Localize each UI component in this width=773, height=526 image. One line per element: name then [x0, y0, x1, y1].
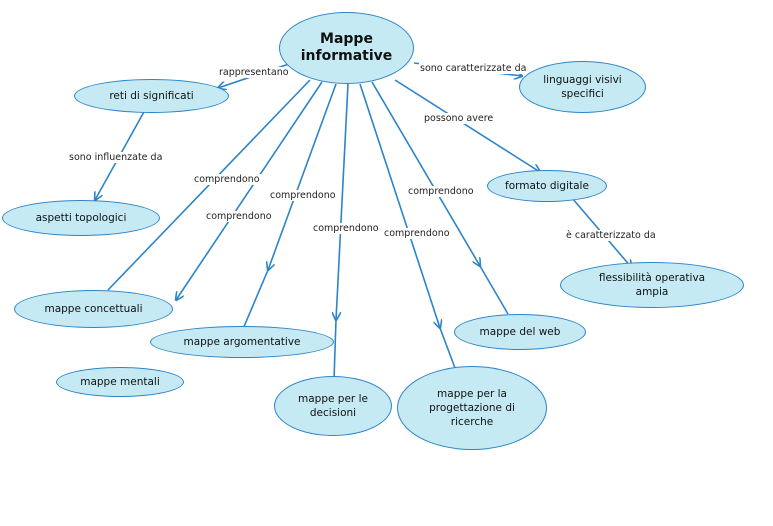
connector-comprendono-decisioni-tail: [333, 319, 337, 381]
connector-comprendono-web: [371, 81, 480, 266]
link-label-comprendono: comprendono: [205, 211, 273, 222]
node-linguaggi-visivi-specifici[interactable]: linguaggi visivi specifici: [519, 61, 646, 113]
link-label-comprendono: comprendono: [312, 223, 380, 234]
node-aspetti-topologici[interactable]: aspetti topologici: [2, 200, 160, 236]
connector-comprendono-web-tail: [479, 265, 509, 315]
node-mappe-per-le-decisioni[interactable]: mappe per le decisioni: [274, 376, 392, 436]
connector-comprendono-argomentative: [268, 83, 337, 270]
node-formato-digitale[interactable]: formato digitale: [487, 170, 607, 202]
link-label-comprendono: comprendono: [407, 186, 475, 197]
connector-comprendono-progettazione: [359, 83, 440, 328]
link-label-sono-influenzate-da: sono influenzate da: [68, 152, 164, 163]
link-label-possono-avere: possono avere: [423, 113, 495, 124]
node-reti-di-significati[interactable]: reti di significati: [74, 79, 229, 113]
connector-comprendono-decisioni: [336, 83, 349, 320]
connector-comprendono-argomentative-tail: [242, 269, 269, 330]
node-flessibilita-operativa-ampia[interactable]: flessibilità operativa ampia: [560, 262, 744, 308]
connector-comprendono-concettuali: [107, 79, 311, 291]
link-label-e-caratterizzato-da: è caratterizzato da: [565, 230, 657, 241]
node-mappe-mentali[interactable]: mappe mentali: [56, 367, 184, 397]
link-label-comprendono: comprendono: [193, 174, 261, 185]
node-mappe-informative[interactable]: Mappe informative: [279, 12, 414, 84]
link-label-sono-caratterizzate-da: sono caratterizzate da: [419, 63, 528, 74]
node-mappe-per-la-progettazione-di-ricerche[interactable]: mappe per la progettazione di ricerche: [397, 366, 547, 450]
link-label-rappresentano: rappresentano: [218, 67, 290, 78]
connector-possono-avere: [394, 79, 540, 172]
link-label-comprendono: comprendono: [383, 228, 451, 239]
node-mappe-concettuali[interactable]: mappe concettuali: [14, 290, 173, 328]
node-mappe-argomentative[interactable]: mappe argomentative: [150, 326, 334, 358]
connector-comprendono-mentali: [176, 81, 323, 300]
node-mappe-del-web[interactable]: mappe del web: [454, 314, 586, 350]
link-label-comprendono: comprendono: [269, 190, 337, 201]
